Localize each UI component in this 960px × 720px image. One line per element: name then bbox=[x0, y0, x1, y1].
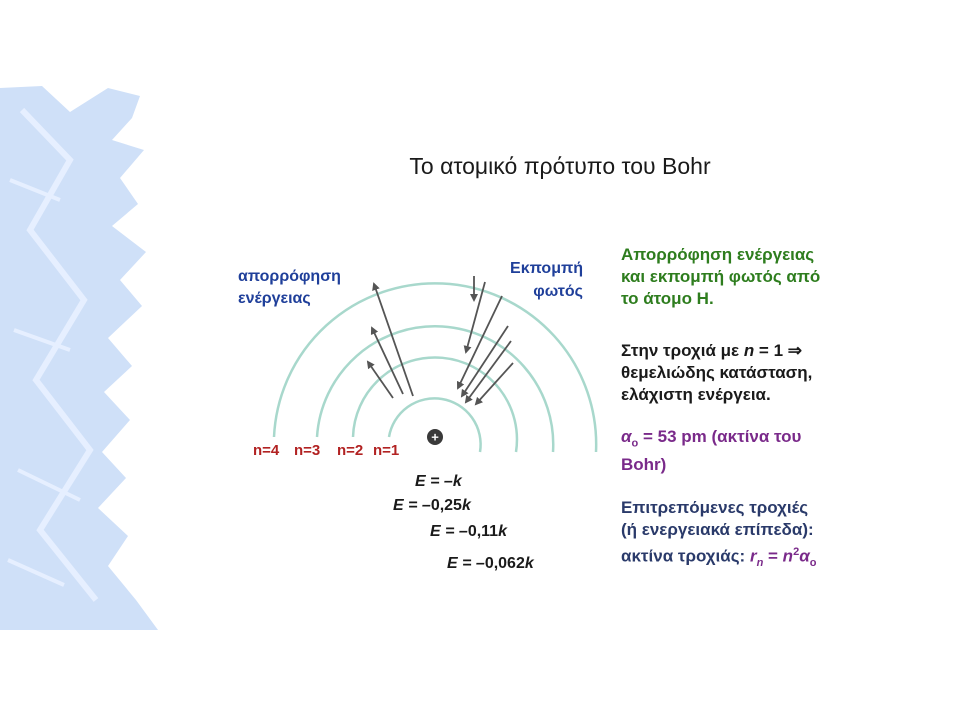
absorption-label-line: απορρόφηση bbox=[238, 268, 341, 285]
emission-arrow bbox=[456, 295, 503, 390]
orbit-label-n2: n=2 bbox=[337, 442, 363, 459]
bohr-radius-text: αo = 53 pm (ακτίνα του Bohr) bbox=[621, 426, 801, 476]
orbit-labels: n=4 n=3 n=2 n=1 bbox=[253, 442, 399, 459]
ground-state-pre: Στην τροχιά με bbox=[621, 341, 744, 360]
formula-eq: = bbox=[763, 546, 783, 566]
orbit-n1 bbox=[387, 397, 482, 453]
formula-n: n bbox=[782, 546, 794, 566]
slide-title: Το ατομικό πρότυπο του Bohr bbox=[409, 153, 711, 179]
panel-heading: Απορρόφηση ενέργειας και εκπομπή φωτός α… bbox=[621, 244, 820, 310]
decorative-blue-band bbox=[0, 86, 158, 630]
energy-prefix: E = – bbox=[430, 523, 468, 540]
allowed-orbits-line: Επιτρεπόμενες τροχιές bbox=[621, 498, 809, 517]
ground-state-line: ελάχιστη ενέργεια. bbox=[621, 385, 771, 404]
allowed-orbits-line: (ή ενεργειακά επίπεδα): bbox=[621, 520, 814, 539]
ground-state-text: Στην τροχιά με n = 1 ⇒ θεμελιώδης κατάστ… bbox=[621, 340, 812, 406]
ground-state-line: θεμελιώδης κατάσταση, bbox=[621, 363, 813, 382]
ground-state-line: Στην τροχιά με n = 1 ⇒ bbox=[621, 340, 812, 362]
energy-unit: k bbox=[453, 473, 463, 490]
energy-label-n3: E = –0,11k bbox=[430, 523, 508, 540]
orbit-n3 bbox=[315, 325, 555, 453]
energy-prefix: E = – bbox=[415, 473, 453, 490]
orbits bbox=[272, 282, 598, 453]
energy-prefix: E = – bbox=[447, 555, 485, 572]
allowed-orbits-text: Επιτρεπόμενες τροχιές (ή ενεργειακά επίπ… bbox=[621, 497, 816, 574]
orbit-label-n1: n=1 bbox=[373, 442, 399, 459]
panel-heading-line: Απορρόφηση ενέργειας bbox=[621, 245, 815, 264]
emission-label-line: φωτός bbox=[533, 283, 583, 300]
bohr-radius-value: = 53 pm (ακτίνα του bbox=[638, 427, 802, 446]
energy-label-n1: E = –k bbox=[415, 473, 463, 490]
energy-value: 0,25 bbox=[431, 497, 462, 514]
bohr-radius-symbol: α bbox=[621, 427, 632, 446]
energy-unit: k bbox=[525, 555, 535, 572]
nucleus-dot bbox=[427, 429, 443, 445]
energy-label-n4: E = –0,062k bbox=[447, 555, 535, 572]
bohr-radius-line: αo = 53 pm (ακτίνα του bbox=[621, 426, 801, 454]
orbit-label-n3: n=3 bbox=[294, 442, 320, 459]
emission-arrow bbox=[474, 362, 514, 406]
formula-a: α bbox=[799, 546, 810, 566]
emission-label-line: Εκπομπή bbox=[510, 260, 583, 277]
absorption-label: απορρόφηση ενέργειας bbox=[238, 268, 341, 307]
decorative-band-stroke bbox=[7, 178, 81, 587]
energy-value: 0,11 bbox=[468, 523, 498, 540]
absorption-label-line: ενέργειας bbox=[238, 290, 311, 307]
absorption-arrow bbox=[370, 326, 404, 395]
panel-heading-line: και εκπομπή φωτός από bbox=[621, 267, 821, 286]
bohr-radius-sub: o bbox=[631, 437, 639, 450]
absorption-arrows bbox=[366, 282, 414, 399]
emission-arrow bbox=[463, 281, 486, 354]
formula-sup: 2 bbox=[793, 546, 800, 558]
energy-label-n2: E = –0,25k bbox=[393, 497, 472, 514]
bohr-radius-line: Bohr) bbox=[621, 455, 667, 475]
absorption-arrow bbox=[366, 360, 394, 399]
energy-unit: k bbox=[498, 523, 508, 540]
emission-arrows bbox=[456, 276, 514, 406]
nucleus-symbol: + bbox=[431, 430, 439, 445]
orbit-n2 bbox=[351, 356, 519, 453]
orbit-n4 bbox=[272, 282, 598, 453]
decorative-band-stroke bbox=[19, 107, 99, 602]
formula-r: r bbox=[749, 546, 757, 566]
formula-r-sub: n bbox=[756, 557, 764, 570]
orbit-label-n4: n=4 bbox=[253, 442, 280, 459]
emission-arrow bbox=[464, 340, 512, 404]
ground-state-var: n bbox=[743, 341, 755, 360]
energy-unit: k bbox=[462, 497, 472, 514]
ground-state-post: = 1 ⇒ bbox=[754, 341, 802, 360]
nucleus: + bbox=[427, 429, 443, 445]
absorption-arrow bbox=[372, 282, 414, 397]
formula-a-sub: o bbox=[809, 557, 817, 570]
energy-value: 0,062 bbox=[485, 555, 525, 572]
emission-arrow bbox=[460, 325, 509, 398]
formula-pre: ακτίνα τροχιάς: bbox=[621, 546, 750, 566]
emission-label: Εκπομπή φωτός bbox=[510, 260, 583, 300]
allowed-orbits-formula: ακτίνα τροχιάς: rn = n2αo bbox=[621, 541, 816, 574]
energy-prefix: E = – bbox=[393, 497, 431, 514]
energy-labels: E = –k E = –0,25k E = –0,11k E = –0,062k bbox=[393, 473, 535, 572]
panel-heading-line: το άτομο H. bbox=[621, 289, 714, 308]
